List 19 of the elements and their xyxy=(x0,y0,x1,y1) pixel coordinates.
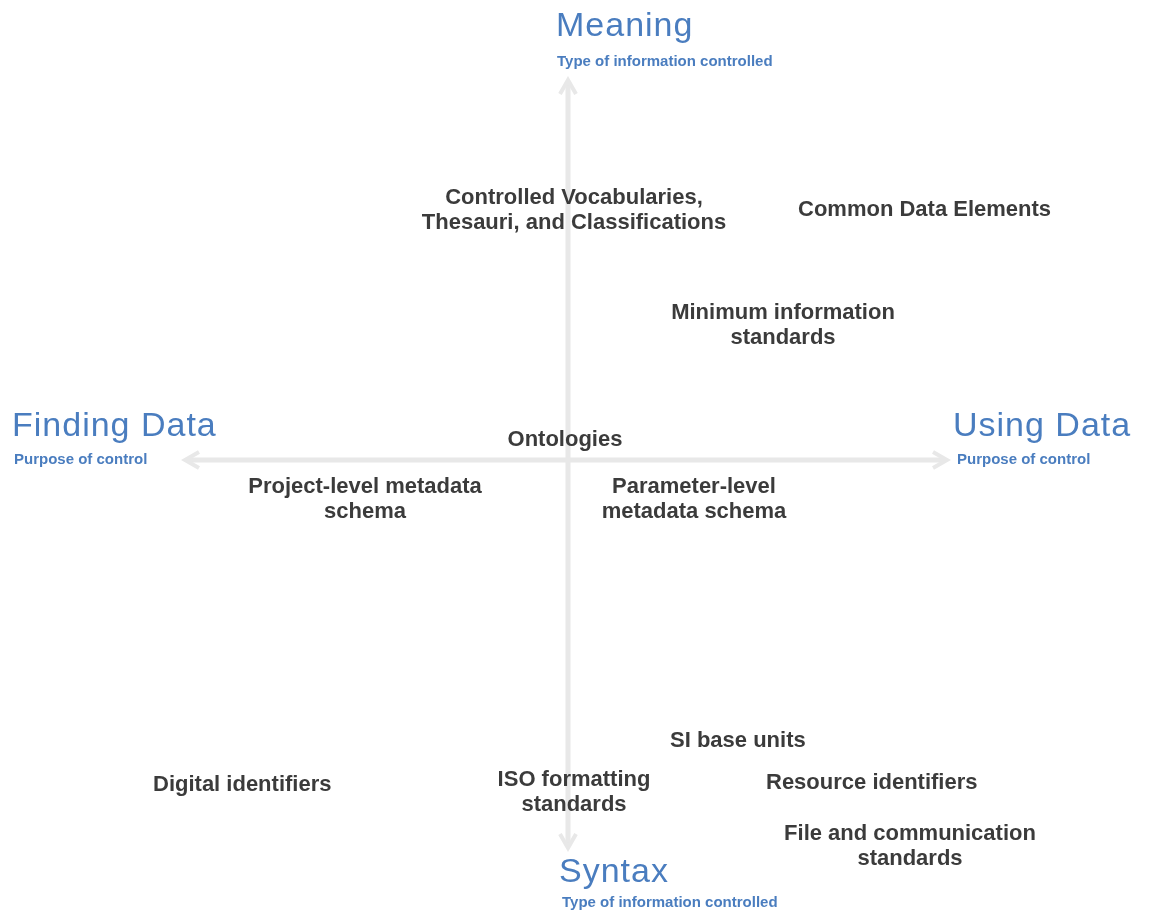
axis-title: Meaning xyxy=(556,4,694,44)
axis-title: Finding Data xyxy=(12,404,217,444)
category-label: Common Data Elements xyxy=(798,196,1052,221)
axis-title: Syntax xyxy=(559,850,669,890)
axis-subtitle: Purpose of control xyxy=(957,450,1091,468)
axis-title: Using Data xyxy=(953,404,1132,444)
category-label: Ontologies xyxy=(506,426,624,451)
category-label: Parameter-level metadata schema xyxy=(600,473,788,523)
axis-subtitle: Type of information controlled xyxy=(562,893,778,911)
category-label: Project-level metadata schema xyxy=(247,473,483,523)
category-label: SI base units xyxy=(670,727,806,752)
category-label: Resource identifiers xyxy=(766,769,978,794)
category-label: File and communication standards xyxy=(783,820,1037,870)
category-label: Digital identifiers xyxy=(153,771,332,796)
axis-subtitle: Purpose of control xyxy=(14,450,148,468)
category-label: Minimum information standards xyxy=(670,299,896,349)
category-label: Controlled Vocabularies, Thesauri, and Classifications xyxy=(420,184,728,234)
category-label: ISO formatting standards xyxy=(496,766,652,816)
axis-subtitle: Type of information controlled xyxy=(557,52,773,70)
